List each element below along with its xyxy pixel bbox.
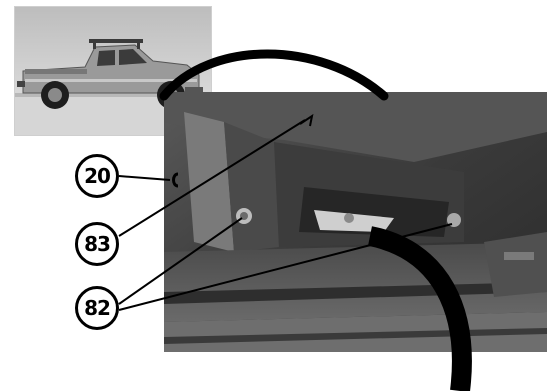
leader-82-a	[119, 218, 242, 304]
bracket-mark-20	[174, 174, 179, 186]
curved-arrow-lower	[370, 236, 462, 391]
leader-82-b	[119, 224, 452, 310]
callout-part-20: 20	[75, 154, 119, 198]
callout-part-82: 82	[75, 286, 119, 330]
curved-arrow-upper	[164, 54, 384, 96]
callout-part-83: 83	[75, 222, 119, 266]
